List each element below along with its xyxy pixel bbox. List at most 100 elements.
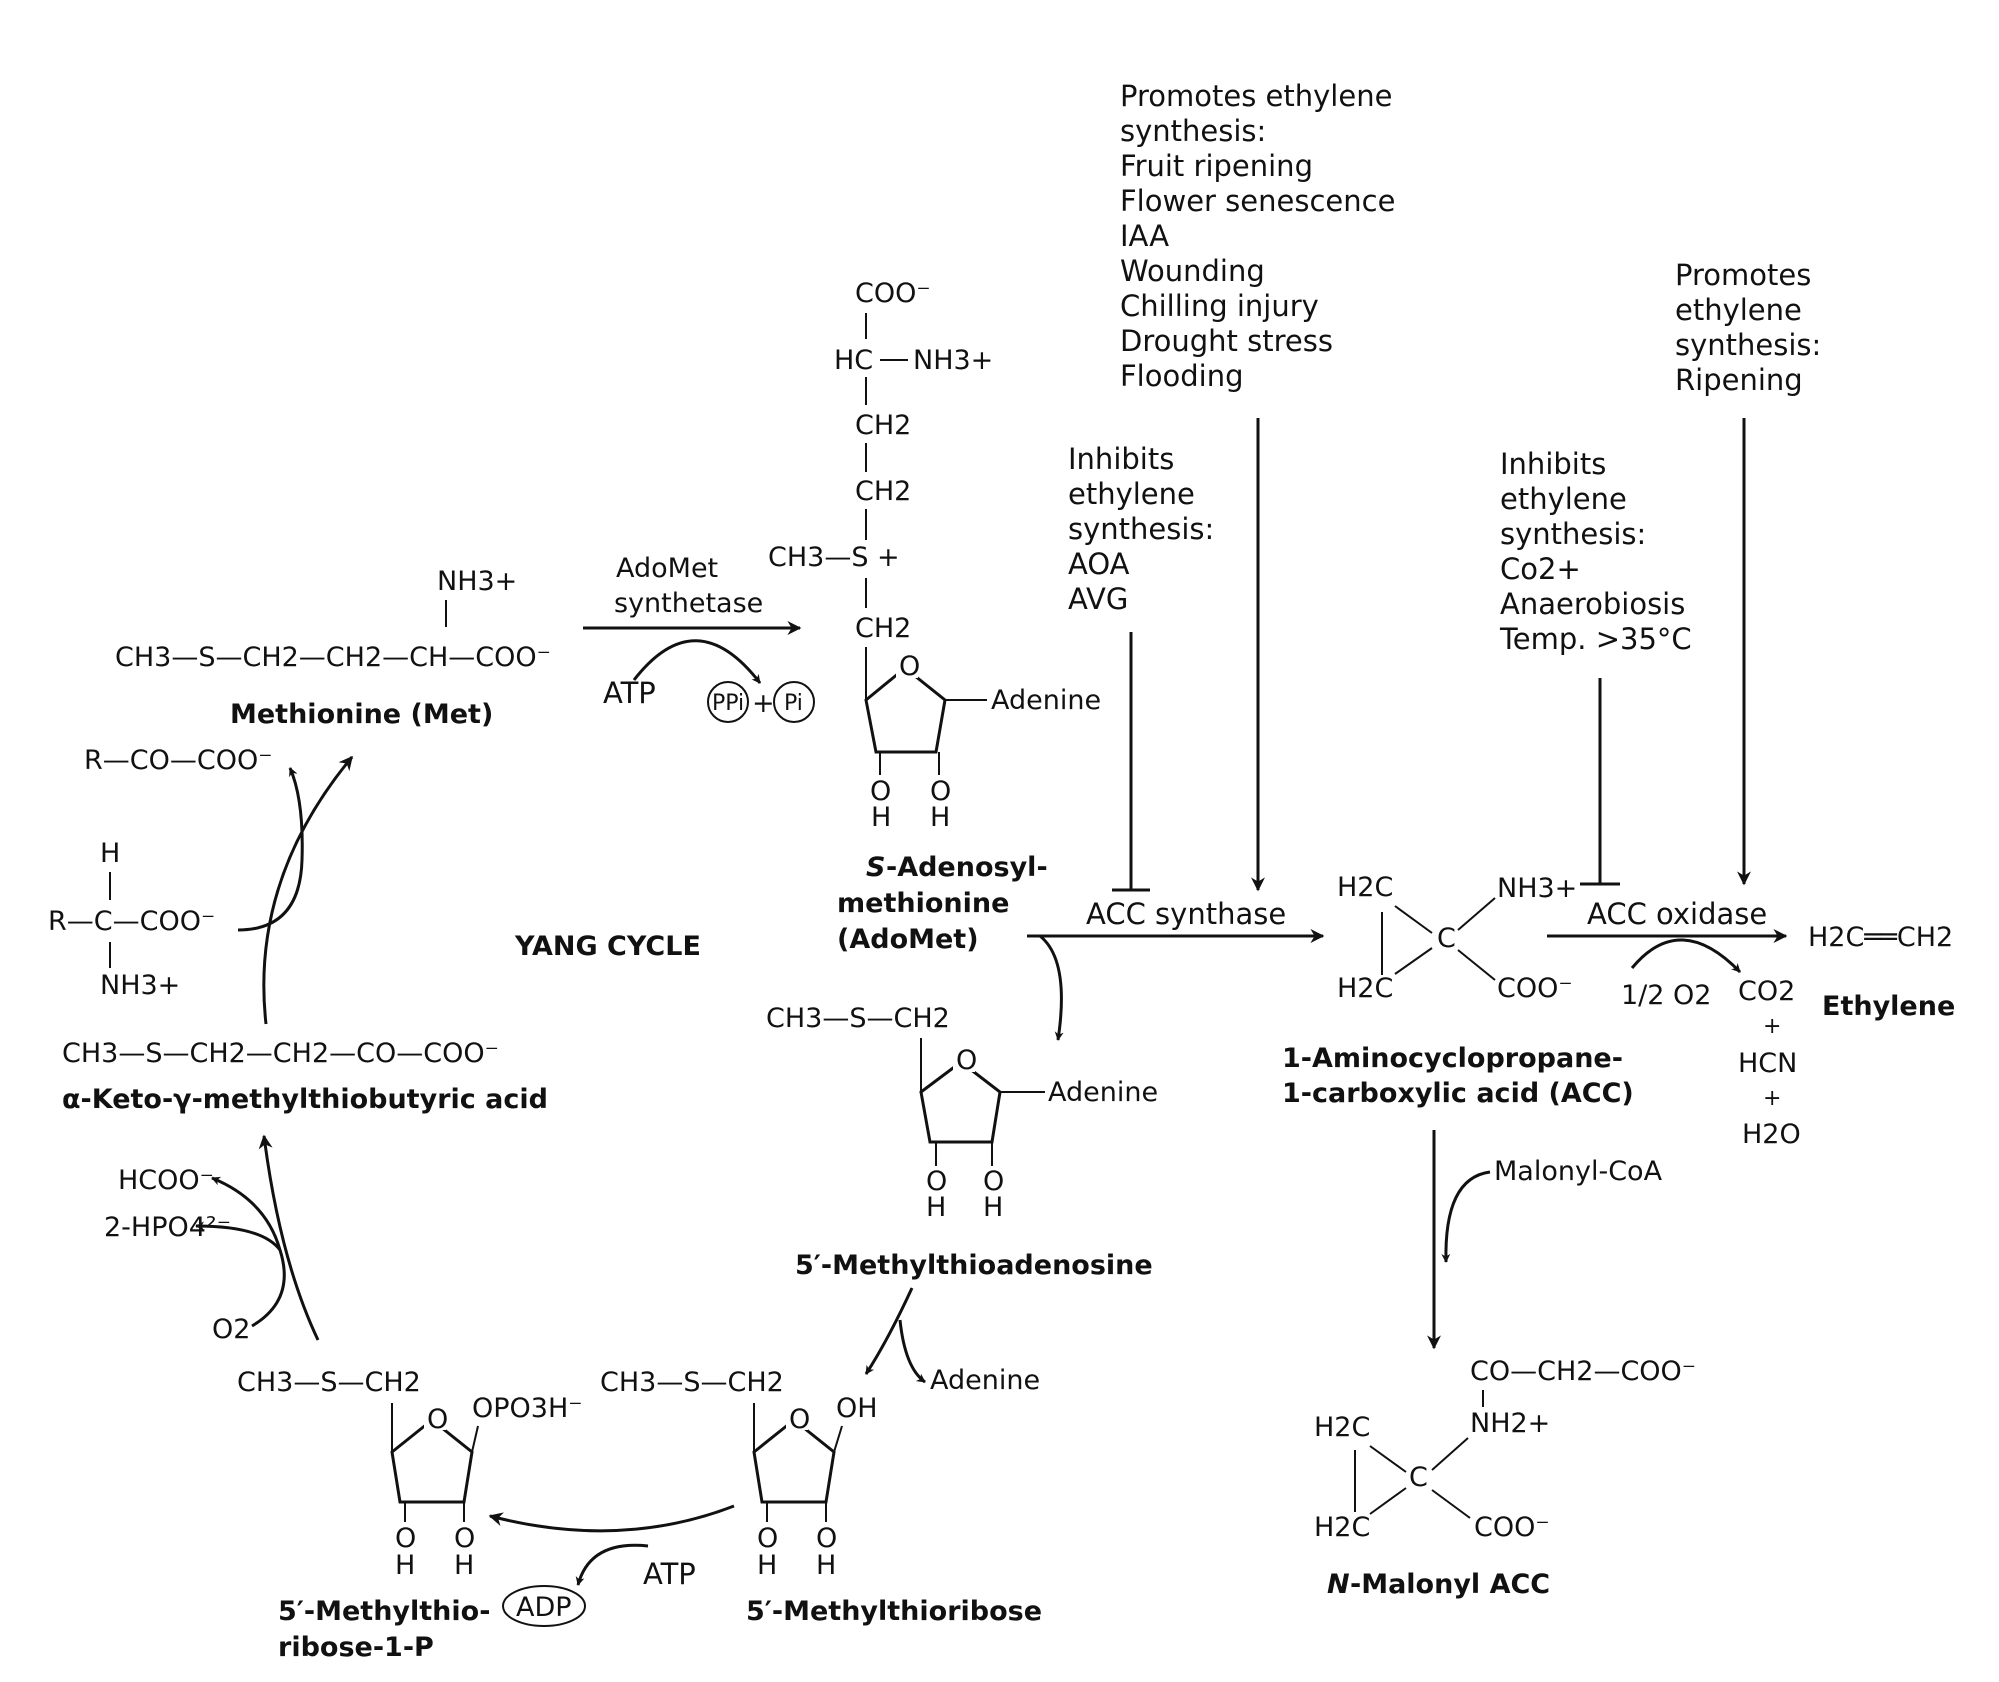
- plus-sign: +: [1763, 1014, 1781, 1039]
- kmba-name: α-Keto-γ-methylthiobutyric acid: [62, 1084, 548, 1115]
- ppi-label: PPi: [712, 691, 744, 716]
- malonyl-c: C: [1409, 1462, 1428, 1493]
- bond: [1457, 897, 1496, 931]
- adomet-name-2: methionine: [837, 888, 1009, 919]
- reg-line: ethylene: [1675, 293, 1802, 327]
- bond: [1431, 1437, 1469, 1471]
- reg-line: Temp. >35°C: [1499, 622, 1692, 656]
- methionine-amine: NH3+: [437, 566, 517, 597]
- mtr1p-name-1: 5′-Methylthio-: [278, 1596, 490, 1627]
- keto-acid-formula: R—CO—COO⁻: [84, 745, 272, 776]
- malonyl-nh2: NH2+: [1470, 1408, 1550, 1439]
- ethylene-name: Ethylene: [1822, 991, 1955, 1022]
- pi-label: Pi: [784, 691, 803, 716]
- bond: [1369, 1487, 1407, 1515]
- reg-line: Promotes ethylene: [1120, 79, 1392, 113]
- malonyl-coa-side-arrow: [1441, 1170, 1491, 1263]
- reg-line: Promotes: [1675, 258, 1811, 292]
- adomet-ch2-2: CH2: [855, 476, 911, 507]
- ppi-circle: [707, 681, 749, 723]
- acc-h2c-bottom: H2C: [1337, 973, 1393, 1004]
- adomet-adenine: Adenine: [991, 685, 1101, 716]
- mtr-top: CH3—S—CH2: [600, 1367, 784, 1398]
- reg-line: Wounding: [1120, 254, 1265, 288]
- acc-nh3: NH3+: [1497, 873, 1577, 904]
- atp-side-arrow: [632, 639, 762, 684]
- mtr-name: 5′-Methylthioribose: [746, 1596, 1042, 1627]
- mtr1p-phosphate: OPO3H⁻: [472, 1393, 583, 1424]
- o2-side-arrow: [1630, 938, 1742, 974]
- reg-line: IAA: [1120, 219, 1169, 253]
- acc-oxidase-label: ACC oxidase: [1587, 897, 1767, 931]
- h2o-label: H2O: [1742, 1119, 1801, 1150]
- mta-top: CH3—S—CH2: [766, 1003, 950, 1034]
- adenine-released-label: Adenine: [930, 1365, 1040, 1396]
- kmba-formula: CH3—S—CH2—CH2—CO—COO⁻: [62, 1038, 499, 1069]
- adenine-release-arrow: [898, 1319, 926, 1384]
- bond: [833, 1425, 843, 1453]
- mtr1p-name-2: ribose-1-P: [278, 1632, 434, 1663]
- methionine: NH3+ CH3—S—CH2—CH2—CH—COO⁻ Methionine (M…: [115, 566, 551, 730]
- reg-line: Chilling injury: [1120, 289, 1319, 323]
- mtr1p-to-kmba-arrow: [258, 1134, 320, 1341]
- acc-structure: H2C H2C C NH3+ COO⁻: [1337, 872, 1577, 1004]
- malonyl-top: CO—CH2—COO⁻: [1470, 1356, 1696, 1387]
- adomet-ch2-1: CH2: [855, 410, 911, 441]
- oh-o: O: [454, 1523, 475, 1554]
- adomet-ch3s: CH3—S +: [768, 542, 900, 573]
- acc-name-2: 1-carboxylic acid (ACC): [1282, 1078, 1634, 1109]
- oh-h: H: [395, 1550, 415, 1581]
- oh-h: H: [454, 1550, 474, 1581]
- ring-o: O: [956, 1045, 977, 1076]
- ring-o: O: [899, 651, 920, 682]
- plus-sign: +: [1763, 1086, 1781, 1111]
- oh-o: O: [816, 1523, 837, 1554]
- bond: [1369, 1445, 1407, 1473]
- amino-acid-formula: R—C—COO⁻: [48, 906, 215, 937]
- ring-o: O: [789, 1404, 810, 1435]
- mta-structure: CH3—S—CH2 O Adenine O O H H: [766, 1003, 1158, 1223]
- yang-cycle-label: YANG CYCLE: [514, 931, 701, 962]
- oh-h: H: [930, 802, 950, 833]
- malonyl-coo: COO⁻: [1474, 1512, 1550, 1543]
- methionine-name: Methionine (Met): [230, 699, 493, 730]
- acc-name-1: 1-Aminocyclopropane-: [1282, 1043, 1623, 1074]
- aminoacid-to-ketoacid-arrow: [237, 767, 304, 932]
- reg-line: synthesis:: [1500, 517, 1646, 551]
- mta-to-mtr-arrow: [864, 1287, 914, 1375]
- ring-o-bg: [896, 652, 918, 678]
- adomet-name-prefix: S: [866, 852, 885, 883]
- malonyl-h2c-bottom: H2C: [1314, 1512, 1370, 1543]
- adp-ellipse: [502, 1585, 586, 1627]
- mta-release-arrow: [1039, 934, 1064, 1041]
- reg-line: ethylene: [1500, 482, 1627, 516]
- acc-coo: COO⁻: [1497, 973, 1573, 1004]
- oh-o: O: [757, 1523, 778, 1554]
- reg-line: AVG: [1068, 582, 1128, 616]
- adomet-synthetase-label2: synthetase: [614, 588, 763, 619]
- oh-o: O: [926, 1166, 947, 1197]
- hpo4-label: 2-HPO4²⁻: [104, 1212, 231, 1243]
- reg-line: synthesis:: [1120, 114, 1266, 148]
- malonyl-name-prefix: N: [1327, 1569, 1350, 1600]
- reg-line: synthesis:: [1675, 328, 1821, 362]
- mtr-oh: OH: [836, 1393, 878, 1424]
- amino-acid-nh3: NH3+: [100, 970, 180, 1001]
- amino-acid-h: H: [100, 838, 120, 869]
- bond: [1457, 949, 1496, 981]
- adomet-hc: HC: [834, 345, 873, 376]
- adomet-ch2-3: CH2: [855, 613, 911, 644]
- malonyl-acc-structure: CO—CH2—COO⁻ NH2+ H2C H2C C COO⁻: [1314, 1356, 1696, 1543]
- acc-c: C: [1437, 923, 1456, 954]
- malonyl-coa-label: Malonyl-CoA: [1494, 1156, 1663, 1187]
- reg-line: Inhibits: [1500, 447, 1606, 481]
- plus-sign: +: [752, 688, 775, 719]
- promotes-synthase-list: Promotes ethylene synthesis: Fruit ripen…: [1120, 79, 1395, 393]
- reg-line: Ripening: [1675, 363, 1803, 397]
- promotes-oxidase-list: Promotes ethylene synthesis: Ripening: [1675, 258, 1821, 397]
- co2-label: CO2: [1738, 976, 1795, 1007]
- reg-line: Co2+: [1500, 552, 1581, 586]
- mta-adenine: Adenine: [1048, 1077, 1158, 1108]
- atp-label: ATP: [603, 676, 656, 710]
